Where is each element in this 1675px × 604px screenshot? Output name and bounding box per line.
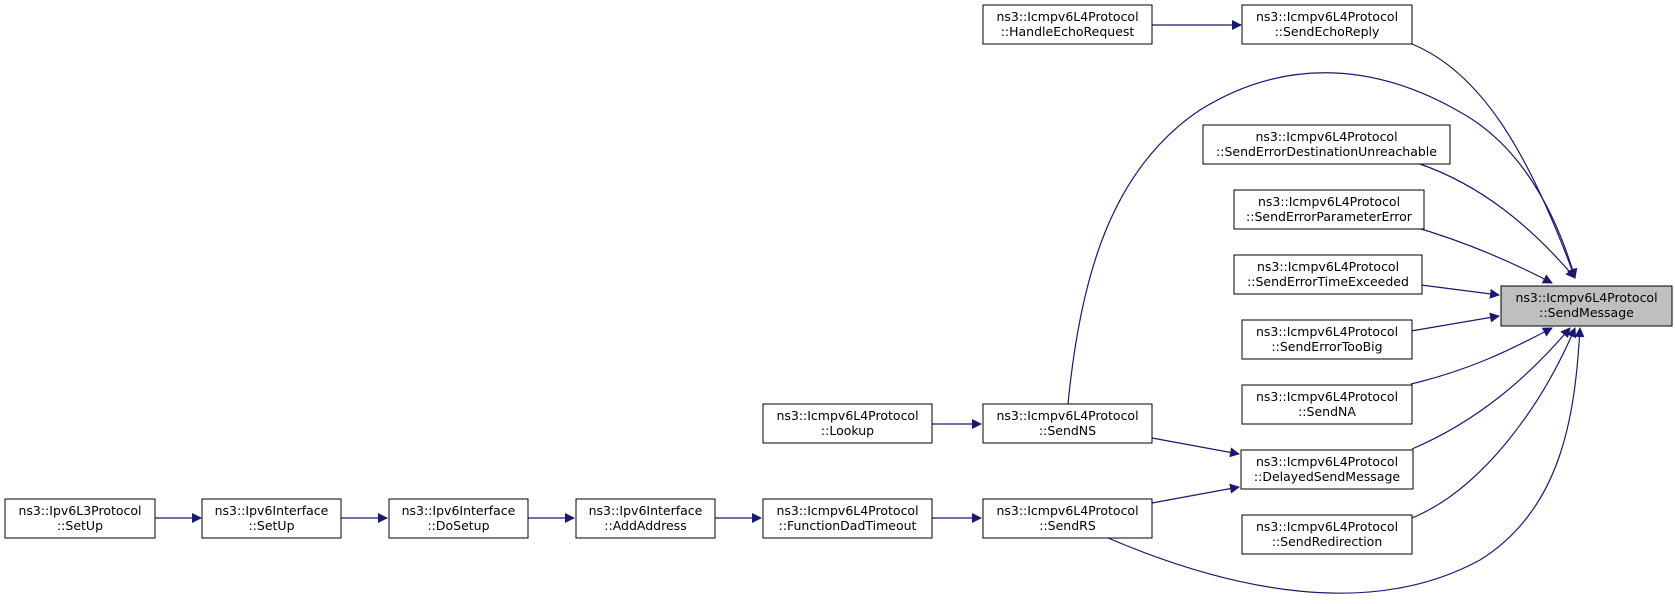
node-send-rs-line1: ns3::Icmpv6L4Protocol xyxy=(996,503,1138,518)
node-send-error-time[interactable]: ns3::Icmpv6L4Protocol ::SendErrorTimeExc… xyxy=(1233,254,1423,295)
node-send-error-toobig-line2: ::SendErrorTooBig xyxy=(1271,339,1382,354)
edge-send-na-to-send-message xyxy=(1410,327,1553,385)
node-send-na-line2: ::SendNA xyxy=(1298,404,1356,419)
node-handle-echo-request-line2: ::HandleEchoRequest xyxy=(1001,24,1135,39)
edge-send-rs-to-send-message xyxy=(1107,327,1585,594)
node-delayed-send-line1: ns3::Icmpv6L4Protocol xyxy=(1256,454,1398,469)
edge-send-ns-to-send-message xyxy=(1067,72,1578,405)
node-send-error-dest-unreach-line1: ns3::Icmpv6L4Protocol xyxy=(1255,129,1397,144)
node-lookup-line1: ns3::Icmpv6L4Protocol xyxy=(776,408,918,423)
node-send-rs[interactable]: ns3::Icmpv6L4Protocol ::SendRS xyxy=(982,498,1153,539)
edge-send-ns-to-delayed-send xyxy=(1151,437,1240,458)
node-delayed-send[interactable]: ns3::Icmpv6L4Protocol ::DelayedSendMessa… xyxy=(1240,449,1414,490)
edge-send-error-dest-to-send-message xyxy=(1419,163,1576,279)
node-send-echo-reply[interactable]: ns3::Icmpv6L4Protocol ::SendEchoReply xyxy=(1241,4,1413,45)
node-send-na[interactable]: ns3::Icmpv6L4Protocol ::SendNA xyxy=(1241,384,1413,425)
node-l3-setup[interactable]: ns3::Ipv6L3Protocol ::SetUp xyxy=(4,498,156,539)
node-handle-echo-request-line1: ns3::Icmpv6L4Protocol xyxy=(996,9,1138,24)
node-send-na-line1: ns3::Icmpv6L4Protocol xyxy=(1256,389,1398,404)
node-send-message[interactable]: ns3::Icmpv6L4Protocol ::SendMessage xyxy=(1500,285,1673,327)
node-do-setup-line2: ::DoSetup xyxy=(427,518,489,533)
node-do-setup[interactable]: ns3::Ipv6Interface ::DoSetup xyxy=(388,498,529,539)
node-send-rs-line2: ::SendRS xyxy=(1039,518,1096,533)
node-send-error-toobig[interactable]: ns3::Icmpv6L4Protocol ::SendErrorTooBig xyxy=(1241,319,1413,360)
node-send-echo-reply-line2: ::SendEchoReply xyxy=(1275,24,1380,39)
node-send-error-dest-unreach[interactable]: ns3::Icmpv6L4Protocol ::SendErrorDestina… xyxy=(1202,124,1451,165)
edge-send-error-time-to-send-message xyxy=(1420,284,1500,299)
node-lookup[interactable]: ns3::Icmpv6L4Protocol ::Lookup xyxy=(762,403,933,444)
node-add-address-line2: ::AddAddress xyxy=(604,518,686,533)
node-lookup-line2: ::Lookup xyxy=(821,423,874,438)
node-handle-echo-request[interactable]: ns3::Icmpv6L4Protocol ::HandleEchoReques… xyxy=(982,4,1153,45)
node-send-message-line2: ::SendMessage xyxy=(1539,305,1634,320)
node-send-ns[interactable]: ns3::Icmpv6L4Protocol ::SendNS xyxy=(982,403,1153,444)
node-do-setup-line1: ns3::Ipv6Interface xyxy=(402,503,516,518)
node-dad-timeout-line2: ::FunctionDadTimeout xyxy=(779,518,917,533)
node-send-error-param[interactable]: ns3::Icmpv6L4Protocol ::SendErrorParamet… xyxy=(1233,189,1425,230)
node-iface-setup-line2: ::SetUp xyxy=(248,518,294,533)
node-send-redirection[interactable]: ns3::Icmpv6L4Protocol ::SendRedirection xyxy=(1241,514,1413,555)
node-send-error-param-line1: ns3::Icmpv6L4Protocol xyxy=(1258,194,1400,209)
node-l3-setup-line1: ns3::Ipv6L3Protocol xyxy=(18,503,141,518)
edge-send-error-param-to-send-message xyxy=(1410,225,1553,284)
node-iface-setup[interactable]: ns3::Ipv6Interface ::SetUp xyxy=(201,498,342,539)
node-send-error-param-line2: ::SendErrorParameterError xyxy=(1246,209,1413,224)
edge-send-error-toobig-to-send-message xyxy=(1410,312,1500,332)
node-add-address[interactable]: ns3::Ipv6Interface ::AddAddress xyxy=(575,498,716,539)
node-send-error-time-line2: ::SendErrorTimeExceeded xyxy=(1247,274,1409,289)
node-send-ns-line2: ::SendNS xyxy=(1039,423,1096,438)
node-send-redirection-line2: ::SendRedirection xyxy=(1272,534,1383,549)
node-send-error-dest-unreach-line2: ::SendErrorDestinationUnreachable xyxy=(1216,144,1437,159)
edge-send-rs-to-delayed-send xyxy=(1151,483,1240,504)
node-l3-setup-line2: ::SetUp xyxy=(57,518,103,533)
node-dad-timeout-line1: ns3::Icmpv6L4Protocol xyxy=(776,503,918,518)
node-send-ns-line1: ns3::Icmpv6L4Protocol xyxy=(996,408,1138,423)
node-send-error-toobig-line1: ns3::Icmpv6L4Protocol xyxy=(1256,324,1398,339)
node-iface-setup-line1: ns3::Ipv6Interface xyxy=(215,503,329,518)
node-delayed-send-line2: ::DelayedSendMessage xyxy=(1254,469,1400,484)
node-add-address-line1: ns3::Ipv6Interface xyxy=(589,503,703,518)
node-send-message-line1: ns3::Icmpv6L4Protocol xyxy=(1515,290,1657,305)
node-dad-timeout[interactable]: ns3::Icmpv6L4Protocol ::FunctionDadTimeo… xyxy=(762,498,933,539)
edge-send-echo-reply-to-send-message xyxy=(1411,43,1577,279)
edge-delayed-send-to-send-message xyxy=(1411,327,1571,450)
node-send-error-time-line1: ns3::Icmpv6L4Protocol xyxy=(1257,259,1399,274)
node-send-redirection-line1: ns3::Icmpv6L4Protocol xyxy=(1256,519,1398,534)
node-send-echo-reply-line1: ns3::Icmpv6L4Protocol xyxy=(1256,9,1398,24)
edge-send-redirection-to-send-message xyxy=(1411,327,1577,519)
